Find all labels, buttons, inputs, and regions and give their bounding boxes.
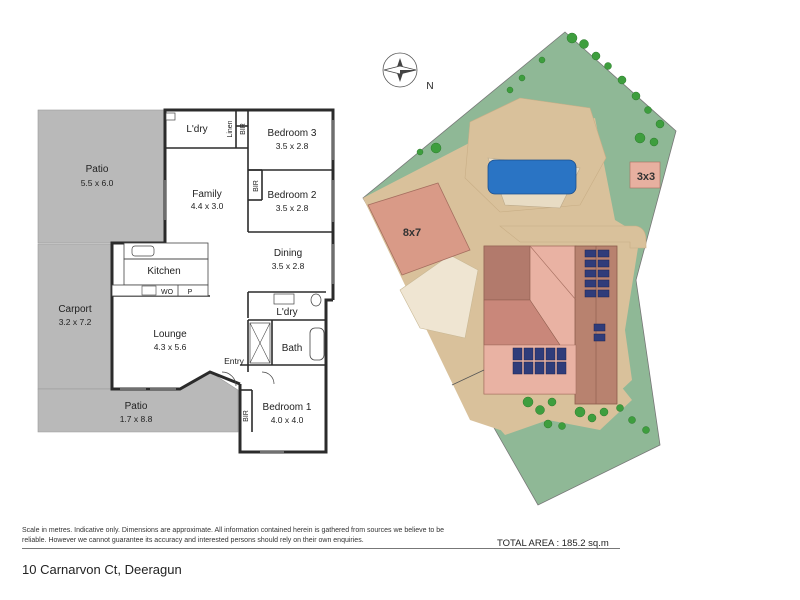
driveway	[499, 225, 647, 249]
total-area: TOTAL AREA : 185.2 sq.m	[497, 538, 609, 549]
patio-south-name: Patio	[125, 401, 148, 412]
bedroom3-name: Bedroom 3	[268, 128, 317, 139]
patio-north-dims: 5.5 x 6.0	[81, 178, 114, 188]
shed-large-label: 8x7	[403, 227, 421, 239]
pantry-label: P	[188, 289, 193, 296]
doors	[221, 371, 275, 387]
laundry-top-name: L'dry	[186, 124, 207, 135]
compass-label: N	[426, 81, 433, 92]
pool	[487, 159, 577, 195]
carport-dims: 3.2 x 7.2	[59, 317, 92, 327]
wo-label: WO	[161, 289, 174, 296]
bir-mid-label: BIR	[253, 180, 260, 192]
house-floor	[112, 110, 333, 452]
bedroom3-dims: 3.5 x 2.8	[276, 141, 309, 151]
bedroom1-name: Bedroom 1	[263, 402, 312, 413]
lounge-dims: 4.3 x 5.6	[154, 342, 187, 352]
cooktop	[141, 285, 157, 296]
bedroom1-dims: 4.0 x 4.0	[271, 415, 304, 425]
bir-bottom-label: BIR	[243, 410, 250, 422]
shed-large	[367, 182, 471, 276]
bath-name: Bath	[282, 343, 303, 354]
laundry-tub	[273, 293, 295, 305]
lounge-name: Lounge	[153, 329, 187, 340]
laundry-name: L'dry	[276, 307, 297, 318]
patio-north-area	[37, 109, 166, 244]
footer-divider	[22, 548, 620, 549]
toilet-icon	[165, 112, 176, 121]
toilet-bath-icon	[310, 293, 322, 307]
carport-name: Carport	[58, 304, 92, 315]
property-address: 10 Carnarvon Ct, Deeragun	[22, 562, 182, 577]
compass-icon	[382, 52, 418, 88]
kitchen-name: Kitchen	[147, 266, 180, 277]
shower	[249, 322, 271, 364]
kitchen-sink	[131, 245, 155, 257]
solar-panels	[512, 249, 610, 375]
patio-south-dims: 1.7 x 8.8	[120, 414, 153, 424]
patio-north-name: Patio	[86, 164, 109, 175]
family-dims: 4.4 x 3.0	[191, 201, 224, 211]
bathtub	[309, 327, 325, 361]
linen-label: Linen	[227, 120, 234, 137]
floor-plan: Patio 5.5 x 6.0 L'dry Linen BIR Bedroom …	[37, 108, 335, 454]
bedroom2-dims: 3.5 x 2.8	[276, 203, 309, 213]
family-name: Family	[192, 189, 221, 200]
site-plan: 8x7 3x3	[362, 31, 677, 506]
disclaimer-text: Scale in metres. Indicative only. Dimens…	[22, 527, 445, 544]
windows	[120, 120, 334, 453]
shed-small-label: 3x3	[637, 171, 655, 183]
bedroom2-name: Bedroom 2	[268, 190, 317, 201]
shed-small	[629, 161, 661, 189]
dining-dims: 3.5 x 2.8	[272, 261, 305, 271]
carport-area	[37, 243, 113, 390]
dining-name: Dining	[274, 248, 302, 259]
kitchen-counter	[111, 284, 209, 297]
trees	[416, 32, 665, 434]
bir-top-label: BIR	[240, 123, 247, 135]
entry-name: Entry	[224, 356, 245, 366]
